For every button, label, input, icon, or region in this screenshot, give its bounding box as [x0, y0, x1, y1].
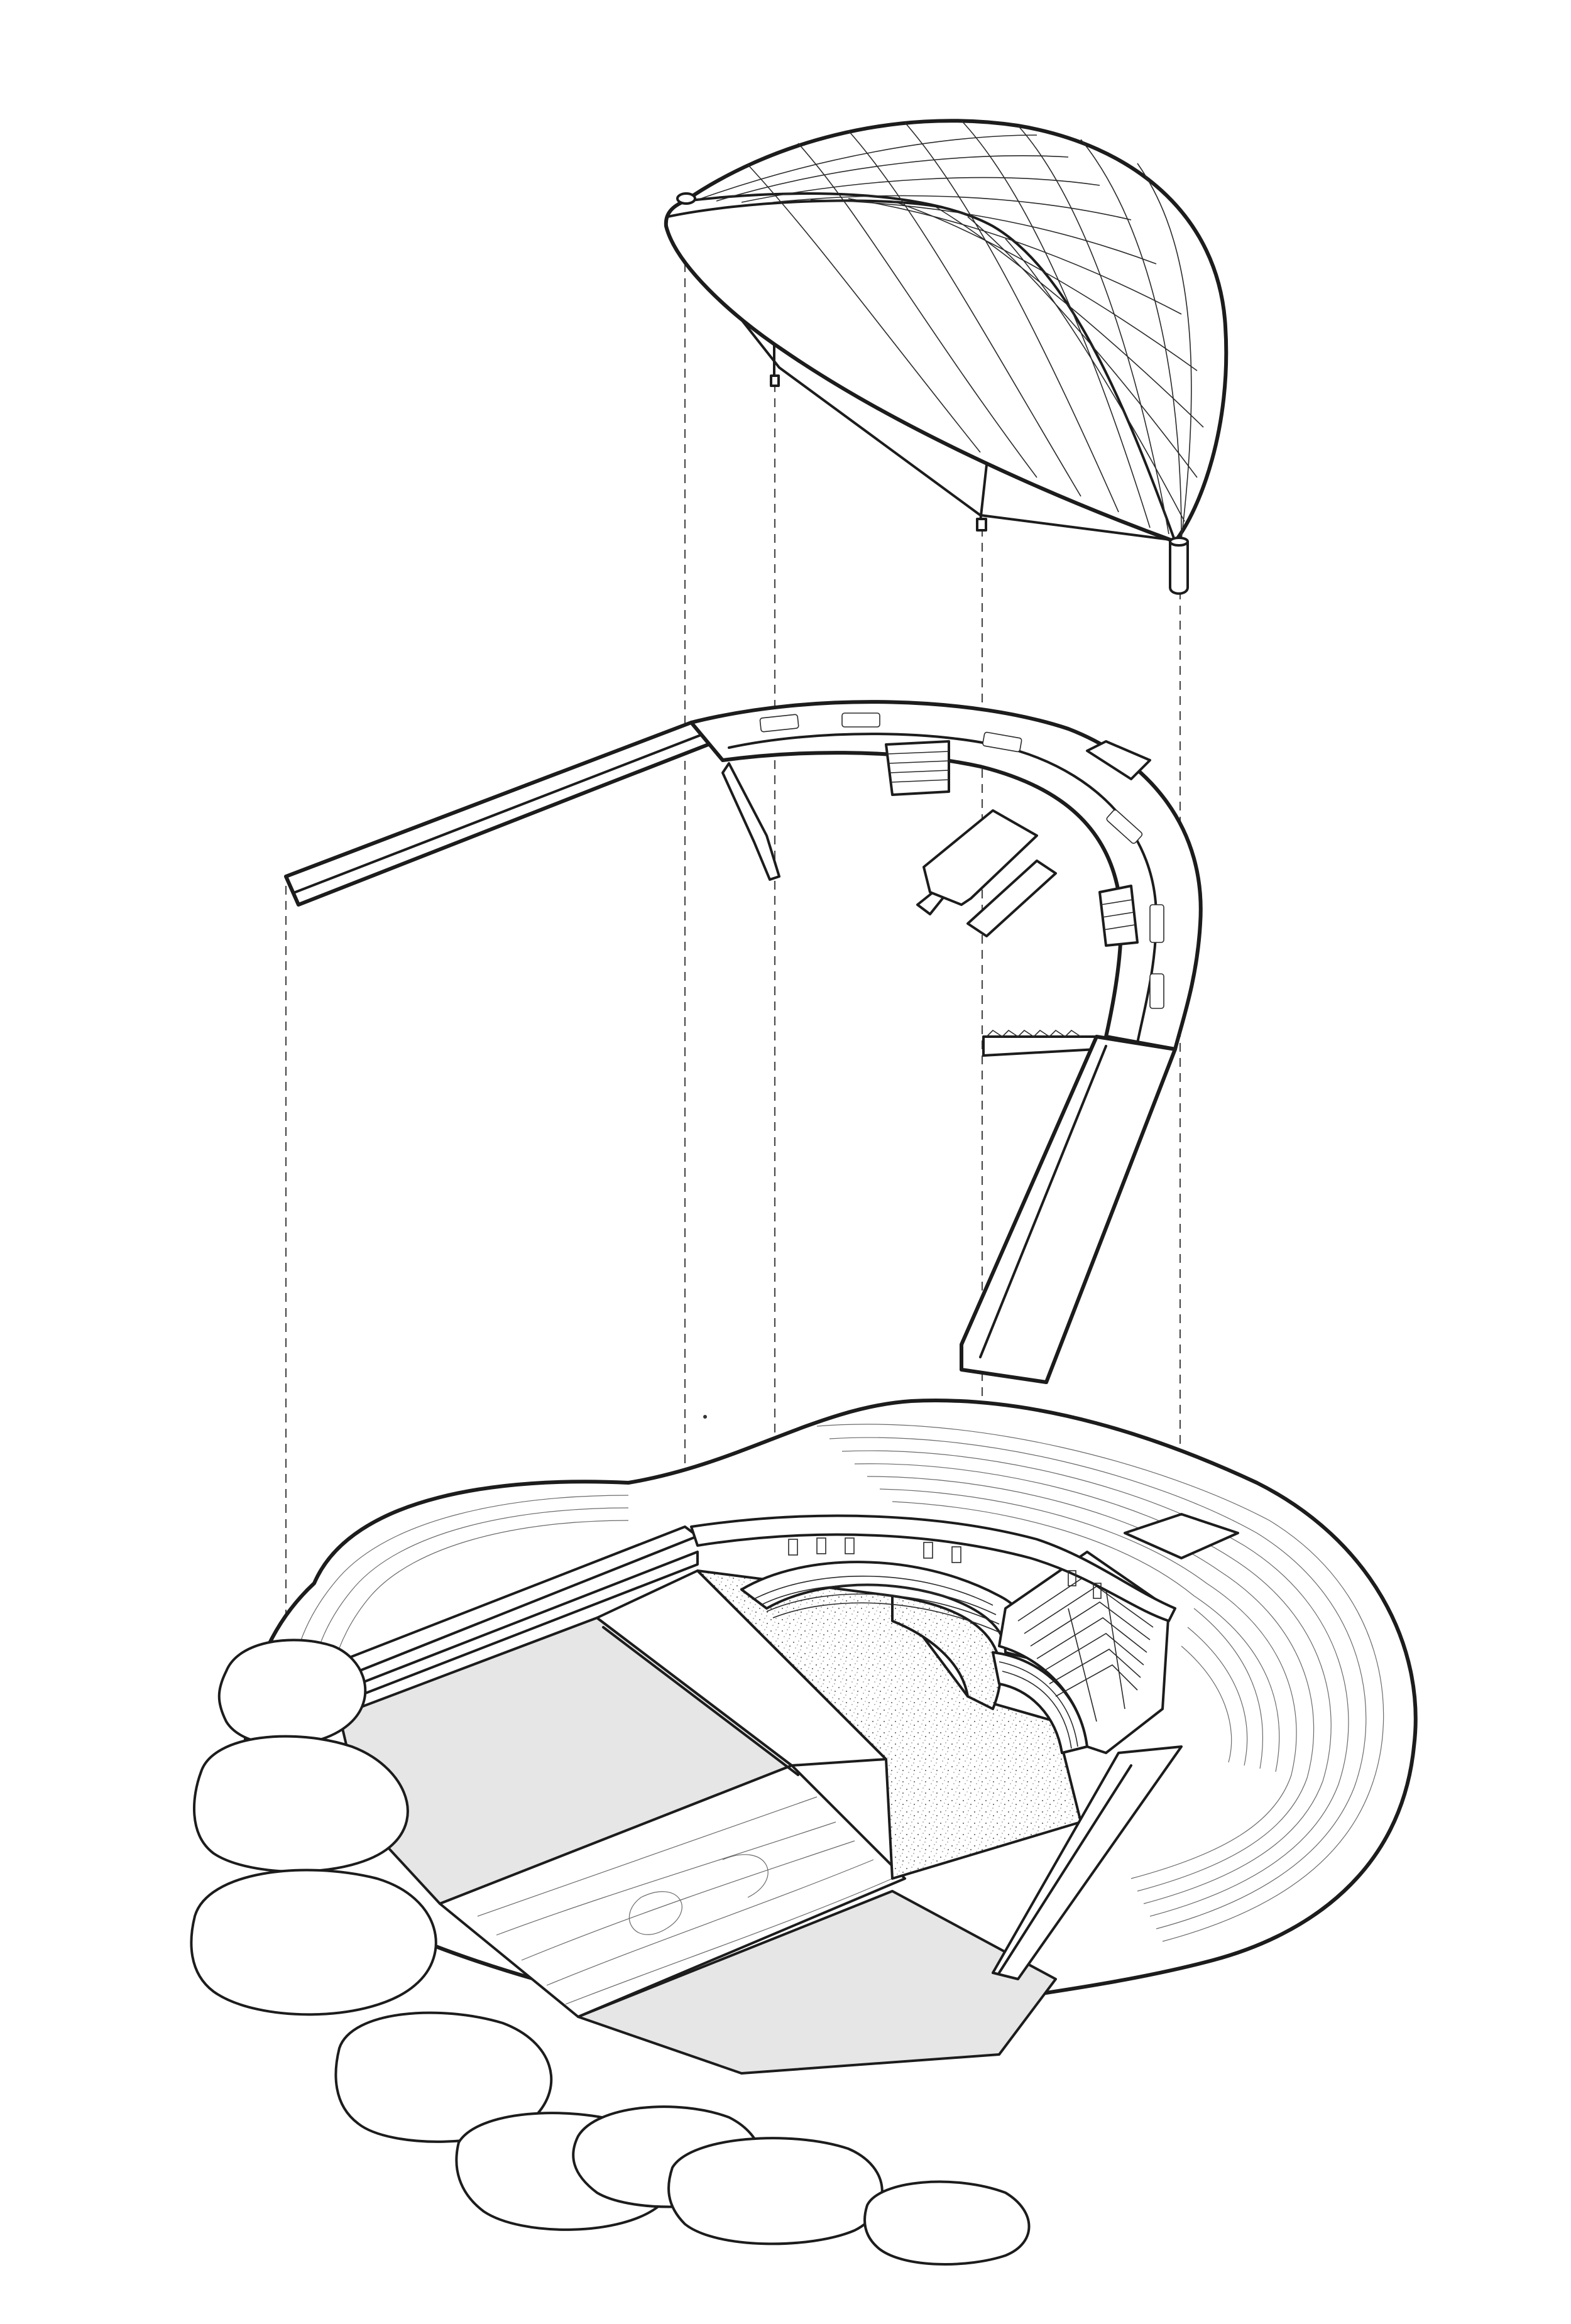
walkway-ring-deck [689, 700, 1203, 1051]
orchestra-floor [891, 1595, 1002, 1710]
retaining-wall-right [992, 1745, 1183, 1980]
stepped-wall [966, 859, 1057, 937]
walkway-benches [759, 712, 1164, 1009]
boulder [863, 2180, 1031, 2266]
stage-wall-edge [602, 1626, 799, 1776]
walkway-right-edge [979, 1045, 1107, 1358]
back-arcade [690, 1514, 1176, 1622]
roof-strut-foot [770, 374, 780, 387]
shell-roof-canopy [664, 119, 1229, 595]
boulder [193, 1735, 409, 1873]
stepped-wall [982, 1035, 1098, 1057]
boulder [217, 1639, 367, 1747]
walkway-ring-inner [728, 733, 1158, 1044]
roof-hinge [676, 192, 696, 205]
curved-walkway-ring [284, 700, 1203, 1384]
boulder [334, 2011, 553, 2143]
roof-strut-foot [976, 518, 987, 532]
boardwalk [439, 1764, 906, 2018]
boulder [667, 2137, 884, 2245]
boulder [190, 1868, 437, 2016]
roof-dome [664, 119, 1229, 543]
roof-edge [666, 199, 944, 218]
bridge-band [1124, 1513, 1239, 1559]
ring-fin [721, 762, 780, 881]
roof-post-cap [1169, 537, 1189, 547]
walkway-left-edge [294, 734, 702, 893]
ring-stair [885, 740, 1139, 947]
stray-mark [703, 1415, 707, 1419]
roof-grid [697, 120, 1204, 540]
retaining-wall-right-edge [998, 1764, 1132, 1974]
stepped-wall [922, 809, 1038, 906]
roof-post [1169, 540, 1189, 595]
arcade-openings [788, 1537, 1102, 1599]
amphitheatre-landscape-base [190, 1399, 1418, 2266]
contour-lines [290, 1424, 1384, 1942]
boulder-edge [190, 1639, 1031, 2266]
roof-strut [979, 464, 988, 523]
wood-grain [477, 1796, 893, 2005]
ring-tab [1086, 740, 1151, 780]
walkway-right-arm [960, 1035, 1177, 1384]
plaza-lower [577, 1890, 1057, 2075]
